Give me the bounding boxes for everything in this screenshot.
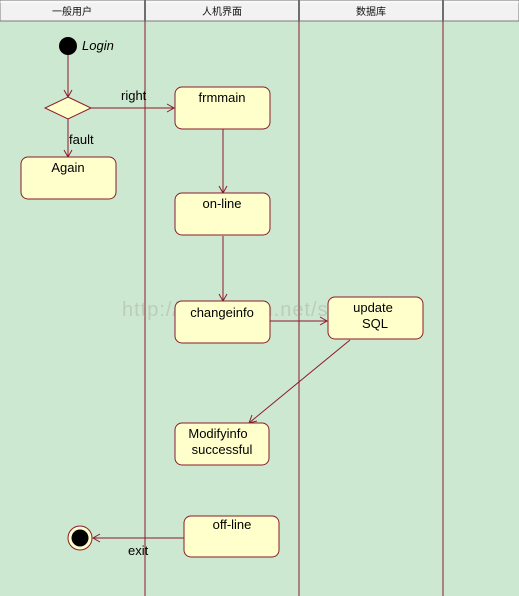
node-again-label: Again [51,160,84,175]
lane-header-bar [0,0,519,22]
node-again [20,156,117,200]
node-frmmain [174,86,271,130]
node-changeinfo-label: changeinfo [190,305,254,320]
edge-label-fault: fault [69,132,94,147]
node-frmmain-label: frmmain [199,90,246,105]
start-label: Login [82,38,114,53]
start-node [59,37,77,55]
edge-label-exit: exit [128,543,149,558]
node-changeinfo [174,300,271,344]
edges [63,55,351,543]
lane-header-database: 数据库 [356,5,386,18]
end-node-inner [71,529,89,547]
arrowhead-right [166,103,176,113]
node-modify-label-1: Modifyinfo [188,426,247,441]
node-offline [183,515,280,558]
lane-header-interface: 人机界面 [202,5,242,18]
node-update-label-1: update [353,300,393,315]
node-update-sql [327,296,424,340]
node-offline-label: off-line [213,517,252,532]
node-modify-label-2: successful [192,442,253,457]
edge-label-right: right [121,88,147,103]
arrowhead-changeinfo-update [319,316,329,326]
lane-header-user: 一般用户 [52,5,92,18]
edge-update-modify [248,339,351,424]
node-update-label-2: SQL [362,316,388,331]
decision-node [43,96,93,120]
node-online-label: on-line [202,196,241,211]
node-online [174,192,271,236]
node-modifyinfo [174,422,270,466]
arrowhead-exit [91,533,101,543]
